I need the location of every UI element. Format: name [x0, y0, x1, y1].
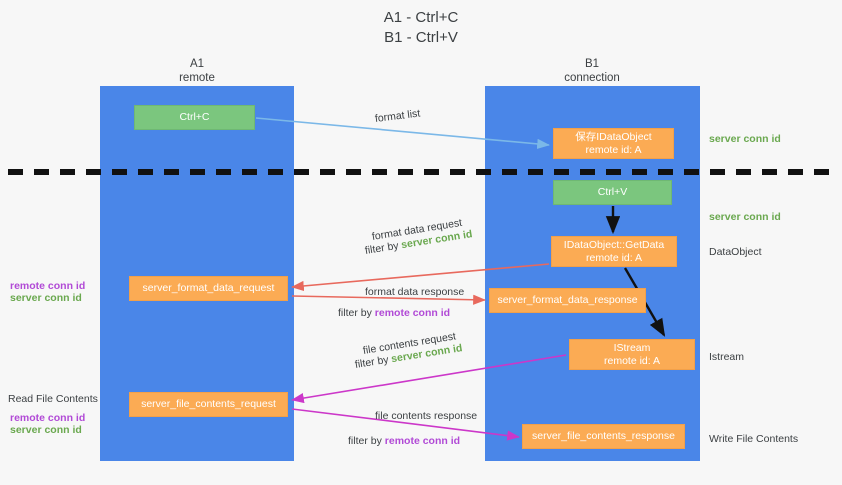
- annotation-write-file-contents: Write File Contents: [709, 433, 799, 445]
- box-server-file-contents-request-label: server_file_contents_request: [141, 398, 276, 410]
- box-ctrl-v-label: Ctrl+V: [597, 186, 628, 198]
- label-format-data-response-filter: filter by remote conn id: [338, 306, 450, 320]
- annotation-remote-conn-id-2: remote conn id: [10, 412, 86, 424]
- label-file-contents-request-filter-prefix: filter by: [354, 353, 393, 371]
- box-server-file-contents-response-label: server_file_contents_response: [531, 430, 675, 442]
- label-format-data-response: format data response: [365, 286, 465, 298]
- annotation-server-conn-id-2: server conn id: [10, 424, 82, 436]
- label-format-data-request-filter-prefix: filter by: [364, 239, 403, 257]
- box-server-file-contents-request[interactable]: server_file_contents_request: [129, 392, 288, 417]
- box-save-idataobject-line2: remote id: A: [585, 143, 642, 156]
- box-istream[interactable]: IStream remote id: A: [569, 339, 695, 370]
- box-idataobject-getdata-line1: IDataObject::GetData: [563, 238, 665, 251]
- box-ctrl-c[interactable]: Ctrl+C: [134, 105, 255, 130]
- column-header-b1-role: connection: [564, 72, 620, 84]
- label-format-list: format list: [374, 107, 421, 125]
- label-file-contents-response-filter-prefix: filter by: [348, 435, 385, 447]
- label-file-contents-response: file contents response: [375, 410, 478, 422]
- annotation-read-file-contents: Read File Contents: [8, 393, 98, 405]
- annotation-server-conn-id-top: server conn id: [709, 133, 781, 145]
- column-header-a1: A1 remote: [117, 57, 277, 85]
- annotation-server-conn-id-mid: server conn id: [709, 211, 781, 223]
- box-istream-line1: IStream: [613, 341, 651, 354]
- label-file-contents-response-filter-value: remote conn id: [384, 435, 461, 447]
- box-save-idataobject-line1: 保存IDataObject: [575, 130, 652, 143]
- box-server-format-data-response[interactable]: server_format_data_response: [489, 288, 646, 313]
- column-header-a1-role: remote: [179, 72, 215, 84]
- box-ctrl-c-label: Ctrl+C: [179, 111, 210, 123]
- title-line-1: A1 - Ctrl+C: [383, 9, 459, 26]
- box-idataobject-getdata-line2: remote id: A: [585, 251, 643, 264]
- box-ctrl-v[interactable]: Ctrl+V: [553, 180, 672, 205]
- label-format-data-response-filter-value: remote conn id: [374, 307, 451, 319]
- box-idataobject-getdata[interactable]: IDataObject::GetData remote id: A: [551, 236, 677, 267]
- column-header-a1-name: A1: [189, 58, 205, 70]
- annotation-remote-conn-id-1: remote conn id: [10, 280, 86, 292]
- box-save-idataobject[interactable]: 保存IDataObject remote id: A: [553, 128, 674, 159]
- title-line-2: B1 - Ctrl+V: [384, 29, 458, 46]
- diagram-title: A1 - Ctrl+C B1 - Ctrl+V: [0, 8, 842, 48]
- column-header-b1-name: B1: [584, 58, 600, 70]
- label-format-data-response-filter-prefix: filter by: [338, 307, 375, 319]
- annotation-server-conn-id-1: server conn id: [10, 292, 82, 304]
- annotation-istream: Istream: [709, 351, 745, 363]
- box-server-format-data-request-label: server_format_data_request: [142, 282, 275, 294]
- column-header-b1: B1 connection: [512, 57, 672, 85]
- label-file-contents-response-filter: filter by remote conn id: [348, 434, 460, 448]
- box-server-file-contents-response[interactable]: server_file_contents_response: [522, 424, 685, 449]
- box-server-format-data-request[interactable]: server_format_data_request: [129, 276, 288, 301]
- annotation-dataobject: DataObject: [709, 246, 762, 258]
- box-istream-line2: remote id: A: [603, 354, 661, 367]
- box-server-format-data-response-label: server_format_data_response: [497, 294, 638, 306]
